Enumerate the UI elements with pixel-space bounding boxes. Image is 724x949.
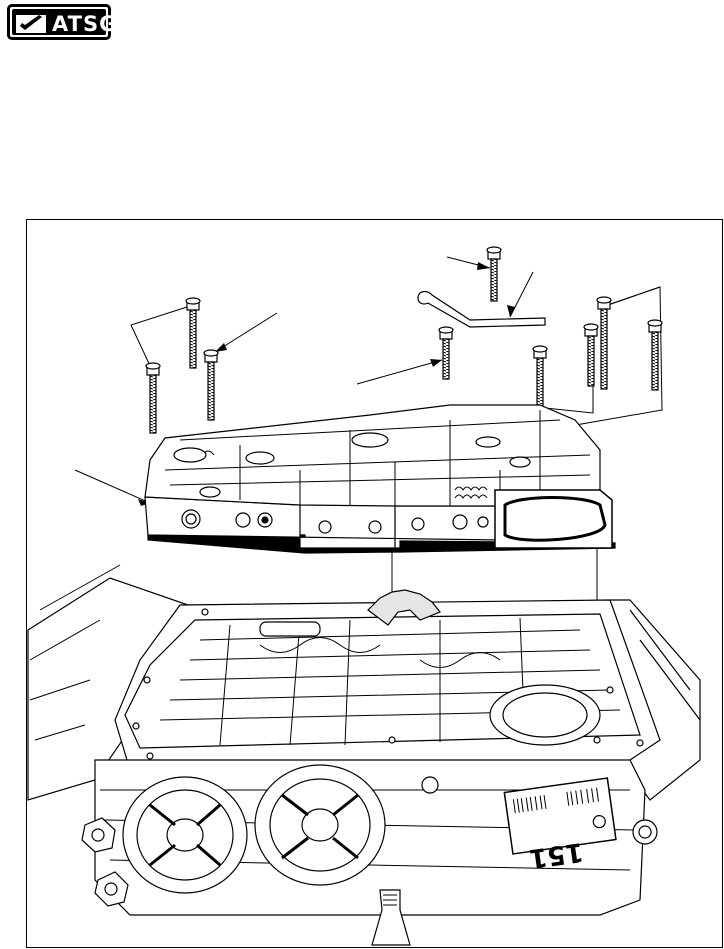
accumulator-cover-left: [122, 776, 248, 894]
valve-body-assembly: [144, 404, 616, 554]
bolt-left-1: [185, 297, 201, 369]
accumulator-cover-right: [254, 764, 386, 886]
illustration-frame: [26, 219, 723, 948]
bolt-middle: [438, 326, 454, 380]
bolt-left-3: [145, 362, 161, 434]
id-label-number: 151: [527, 836, 585, 873]
gasket: [494, 489, 613, 549]
logo-text: ATSG: [52, 12, 118, 36]
id-label-plate: [503, 777, 617, 855]
bolt-group: [145, 246, 663, 434]
bolt-top: [486, 246, 502, 302]
bolt-right-1: [532, 345, 548, 407]
check-mark-icon: [16, 15, 46, 33]
detent-bracket: [417, 291, 546, 328]
atsg-logo: ATSG: [7, 4, 116, 40]
transmission-case: [27, 564, 701, 946]
bolt-right-2: [583, 323, 599, 387]
bolt-left-2: [203, 349, 219, 421]
bolt-right-4: [647, 319, 663, 391]
bolt-right-3: [596, 296, 612, 390]
arrow-heads: [138, 262, 515, 506]
